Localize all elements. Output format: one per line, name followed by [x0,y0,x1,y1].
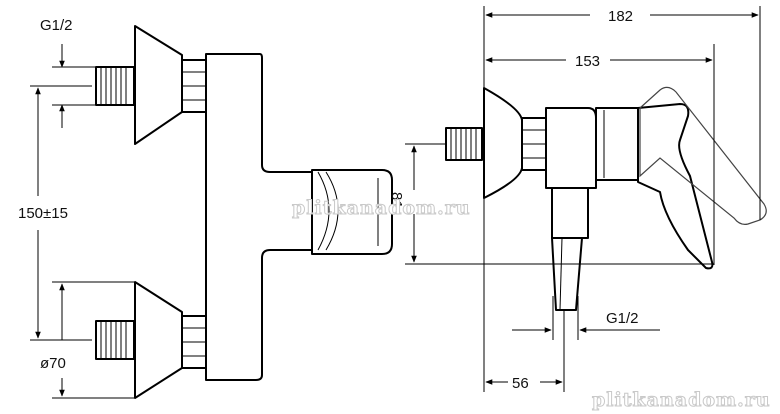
outlet-thread-label: G1/2 [606,310,639,327]
lever-depth-dimension: 153 [485,44,715,265]
side-hex-nut [521,117,547,171]
side-view: 182 153 81 G1/2 [388,6,767,392]
side-escutcheon [483,87,523,199]
height-to-outlet-label: 81 [388,192,405,209]
wall-to-outlet-label: 56 [512,375,529,392]
outlet-thread-dimension: G1/2 [512,296,660,340]
lower-escutcheon [134,281,183,399]
upper-hex-nut [181,59,207,113]
side-lever [637,103,714,270]
wall-to-outlet-dimension: 56 [483,198,565,392]
side-mixer-body [545,107,597,189]
side-cartridge [595,107,639,181]
overall-depth-label: 182 [608,8,633,25]
escutcheon-diameter-label: ø70 [40,355,66,372]
front-thread-label: G1/2 [40,17,73,34]
center-distance-dimension: 150±15 [18,85,92,341]
lower-inlet-connector [95,320,135,360]
lower-hex-nut [181,315,207,369]
lever-depth-label: 153 [575,53,600,70]
side-inlet-connector [445,127,483,161]
overall-depth-dimension: 182 [483,6,761,220]
center-distance-label: 150±15 [18,205,68,222]
side-outlet-spout [551,187,589,311]
cartridge-cap [311,169,393,255]
corner-watermark: plitkanadom.ru [592,389,771,411]
front-view: G1/2 150±15 ø70 [18,17,393,399]
center-watermark: plitkanadom.ru [292,197,471,219]
height-to-outlet-dimension: 81 [388,143,714,265]
front-thread-dimension: G1/2 [40,17,96,128]
escutcheon-diameter-dimension: ø70 [40,281,134,399]
upper-escutcheon [134,25,183,145]
upper-inlet-connector [95,66,135,106]
lever-open-position-outline [639,86,767,225]
